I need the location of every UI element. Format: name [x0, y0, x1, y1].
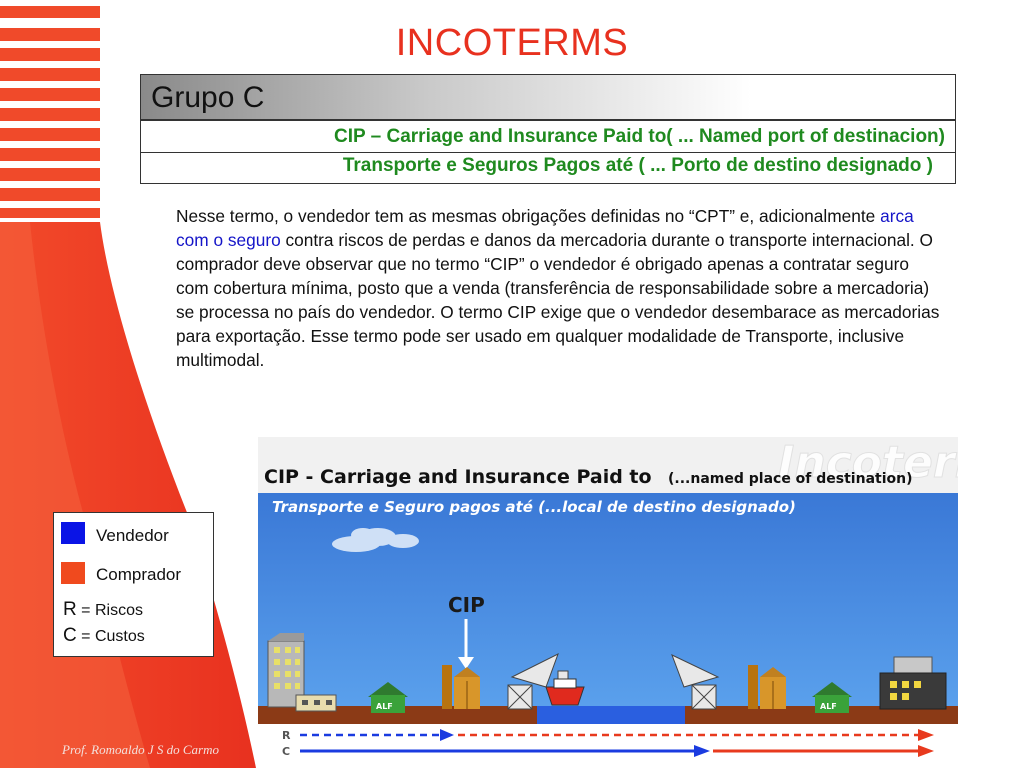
- diagram-sky: [258, 493, 958, 706]
- clouds: [332, 528, 419, 552]
- svg-text:ALF: ALF: [820, 702, 837, 711]
- cip-diagram: Incoterms CIP - Carriage and Insurance P…: [258, 437, 958, 762]
- store-building-icon: [879, 656, 947, 710]
- diagram-title: CIP - Carriage and Insurance Paid to: [264, 466, 652, 488]
- page-title: INCOTERMS: [395, 22, 629, 64]
- term-divider: [141, 152, 955, 153]
- buyer-label: Comprador: [96, 565, 182, 584]
- seller-swatch: [61, 522, 85, 544]
- diagram-watermark: Incoterms: [778, 437, 958, 488]
- body-paragraph: Nesse termo, o vendedor tem as mesmas ob…: [176, 204, 946, 372]
- sea-strip: [537, 706, 685, 724]
- legend: Vendedor Comprador R = Riscos C = Custos: [53, 512, 214, 657]
- warehouse-icon-left: ALF: [368, 682, 408, 713]
- svg-text:ALF: ALF: [376, 702, 393, 711]
- group-heading: Grupo C: [151, 81, 265, 114]
- body-text-2: contra riscos de perdas e danos da merca…: [176, 230, 940, 370]
- diagram-title-sub: (...named place of destination): [668, 471, 913, 487]
- diagram-subtitle: Transporte e Seguro pagos até (...local …: [272, 498, 796, 516]
- risk-legend: R = Riscos: [63, 599, 143, 620]
- cost-legend: C = Custos: [63, 625, 145, 646]
- factory-icon-right: [748, 665, 786, 709]
- term-portuguese: Transporte e Seguros Pagos até ( ... Por…: [342, 155, 933, 176]
- body-text-1: Nesse termo, o vendedor tem as mesmas ob…: [176, 206, 881, 226]
- factory-icon-left: [442, 665, 480, 709]
- ship-icon: [545, 670, 585, 706]
- body-highlight: arca com o seguro: [176, 206, 914, 250]
- group-heading-box: Grupo C: [140, 74, 956, 120]
- cip-arrow-head: [458, 657, 474, 669]
- warehouse-icon-right: ALF: [812, 682, 852, 713]
- row-label-risk: R: [282, 729, 291, 742]
- term-english: CIP – Carriage and Insurance Paid to( ..…: [334, 126, 945, 147]
- office-building-icon: [267, 633, 337, 712]
- crane-icon-left: [507, 652, 559, 710]
- top-stripes: [0, 6, 100, 218]
- crane-icon-right: [671, 654, 720, 710]
- row-label-cost: C: [282, 745, 290, 758]
- diagram-header-band: [258, 437, 958, 493]
- buyer-swatch: [61, 562, 85, 584]
- term-box: CIP – Carriage and Insurance Paid to( ..…: [140, 120, 956, 184]
- footer-author: Prof. Romoaldo J S do Carmo: [62, 742, 219, 757]
- cip-label: CIP: [448, 593, 485, 617]
- seller-label: Vendedor: [96, 526, 169, 545]
